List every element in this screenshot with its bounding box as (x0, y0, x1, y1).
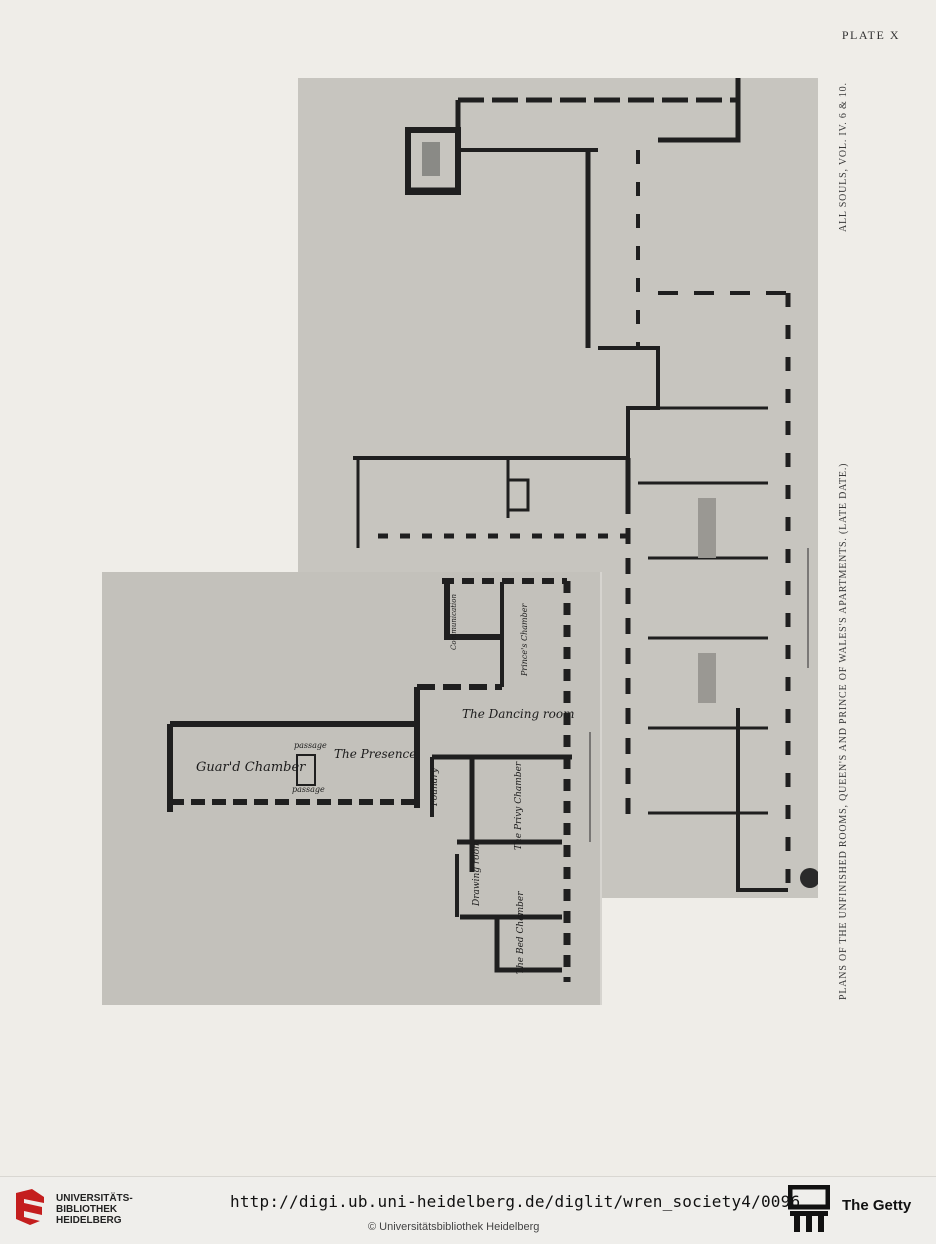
digitization-footer: UNIVERSITÄTS- BIBLIOTHEK HEIDELBERG http… (0, 1176, 936, 1244)
getty-logo-icon[interactable] (787, 1184, 831, 1240)
room-label-dancing-room: The Dancing room (462, 707, 575, 721)
partner-name: The Getty (842, 1197, 912, 1214)
room-label-privy-chamber: The Privy Chamber (514, 761, 524, 850)
lower-plan-sheet (102, 572, 602, 1005)
room-label-passage-top: passage (294, 741, 327, 750)
room-label-drawing-room: Drawing room (472, 840, 482, 906)
room-label-guard-chamber: Guar'd Chamber (196, 760, 306, 775)
room-label-foundry: Foundry (430, 768, 440, 806)
heidelberg-logo-icon[interactable] (12, 1187, 48, 1232)
plate-label: PLATE X (841, 28, 900, 42)
series-caption: ALL SOULS, VOL. IV. 6 & 10. (838, 82, 849, 232)
document-url-link[interactable]: http://digi.ub.uni-heidelberg.de/diglit/… (230, 1192, 801, 1211)
institution-name: UNIVERSITÄTS- BIBLIOTHEK HEIDELBERG (56, 1193, 133, 1226)
room-label-princes-chamber: Prince's Chamber (520, 603, 529, 676)
room-label-communication: Communication (450, 594, 458, 650)
upper-floor-plan (353, 78, 818, 892)
room-label-presence: The Presence (334, 747, 417, 761)
plate-title-caption: PLANS OF THE UNFINISHED ROOMS, QUEEN'S A… (838, 462, 849, 1000)
room-label-bed-chamber: The Bed Chamber (516, 891, 526, 974)
room-label-passage-bottom: passage (292, 785, 325, 794)
lower-floor-plan (167, 578, 591, 982)
copyright-notice: © Universitätsbibliothek Heidelberg (368, 1221, 540, 1233)
plate-page: PLATE X ALL SOULS, VOL. IV. 6 & 10. PLAN… (102, 28, 900, 1005)
